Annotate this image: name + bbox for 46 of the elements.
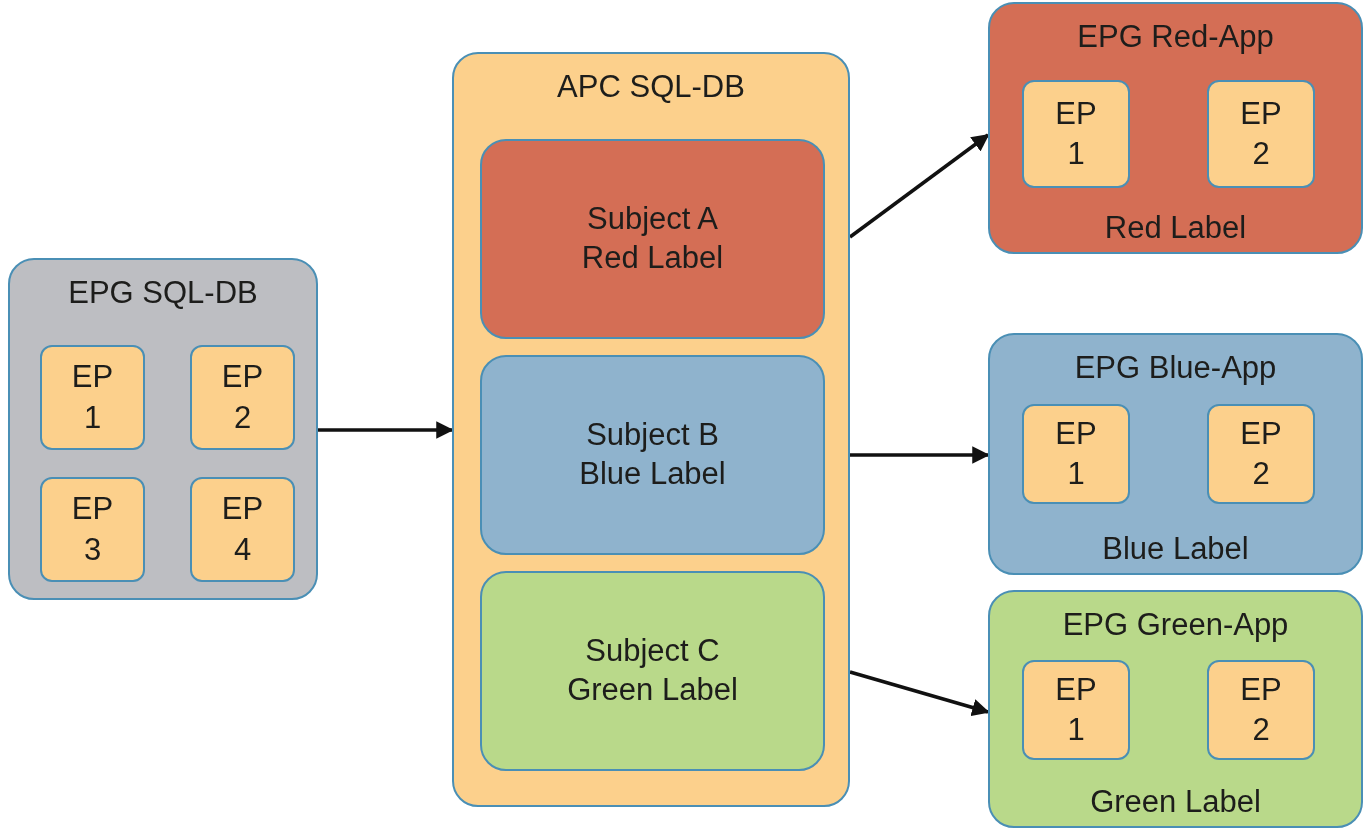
- endpoint-box: [1022, 404, 1130, 504]
- box-label: Green Label: [567, 671, 738, 709]
- box-label: EP 1: [1054, 94, 1098, 173]
- subject-box: [480, 355, 825, 555]
- arrow: [848, 133, 990, 239]
- endpoint-box: [1207, 660, 1315, 760]
- box-label: EP 1: [70, 358, 115, 437]
- arrow: [850, 446, 990, 464]
- endpoint-box: [1207, 404, 1315, 504]
- box-label: EP 1: [1054, 414, 1098, 493]
- group-label: Red Label: [1104, 209, 1247, 248]
- group-box: [8, 258, 318, 600]
- endpoint-box: [190, 477, 295, 582]
- group-label: Green Label: [1090, 783, 1261, 822]
- box-label: EP 2: [220, 358, 265, 437]
- subject-box: [480, 571, 825, 771]
- endpoint-box: [190, 345, 295, 450]
- group-title: EPG SQL-DB: [68, 274, 258, 312]
- group-box: [988, 333, 1363, 575]
- box-label: Subject B: [586, 416, 719, 455]
- box-label: EP 4: [220, 490, 265, 569]
- group-title: EPG Blue-App: [1074, 349, 1277, 387]
- endpoint-box: [1207, 80, 1315, 188]
- box-label: EP 3: [70, 490, 115, 569]
- group-title: APC SQL-DB: [557, 68, 745, 106]
- group-title: EPG Red-App: [1077, 18, 1274, 56]
- arrow: [318, 421, 454, 439]
- box-label: EP 2: [1239, 670, 1283, 749]
- subject-box: [480, 139, 825, 339]
- endpoint-box: [40, 345, 145, 450]
- group-box: [988, 2, 1363, 254]
- arrow: [849, 670, 990, 716]
- box-label: EP 2: [1239, 94, 1283, 173]
- group-title: EPG Green-App: [1062, 606, 1289, 644]
- group-box: [452, 52, 850, 807]
- box-label: Blue Label: [579, 455, 726, 493]
- endpoint-box: [40, 477, 145, 582]
- box-label: Subject C: [585, 632, 720, 671]
- box-label: Red Label: [581, 239, 724, 277]
- group-label: Blue Label: [1102, 530, 1249, 569]
- endpoint-box: [1022, 660, 1130, 760]
- box-label: EP 2: [1239, 414, 1283, 493]
- group-box: [988, 590, 1363, 828]
- box-label: Subject A: [587, 200, 718, 239]
- box-label: EP 1: [1054, 670, 1098, 749]
- endpoint-box: [1022, 80, 1130, 188]
